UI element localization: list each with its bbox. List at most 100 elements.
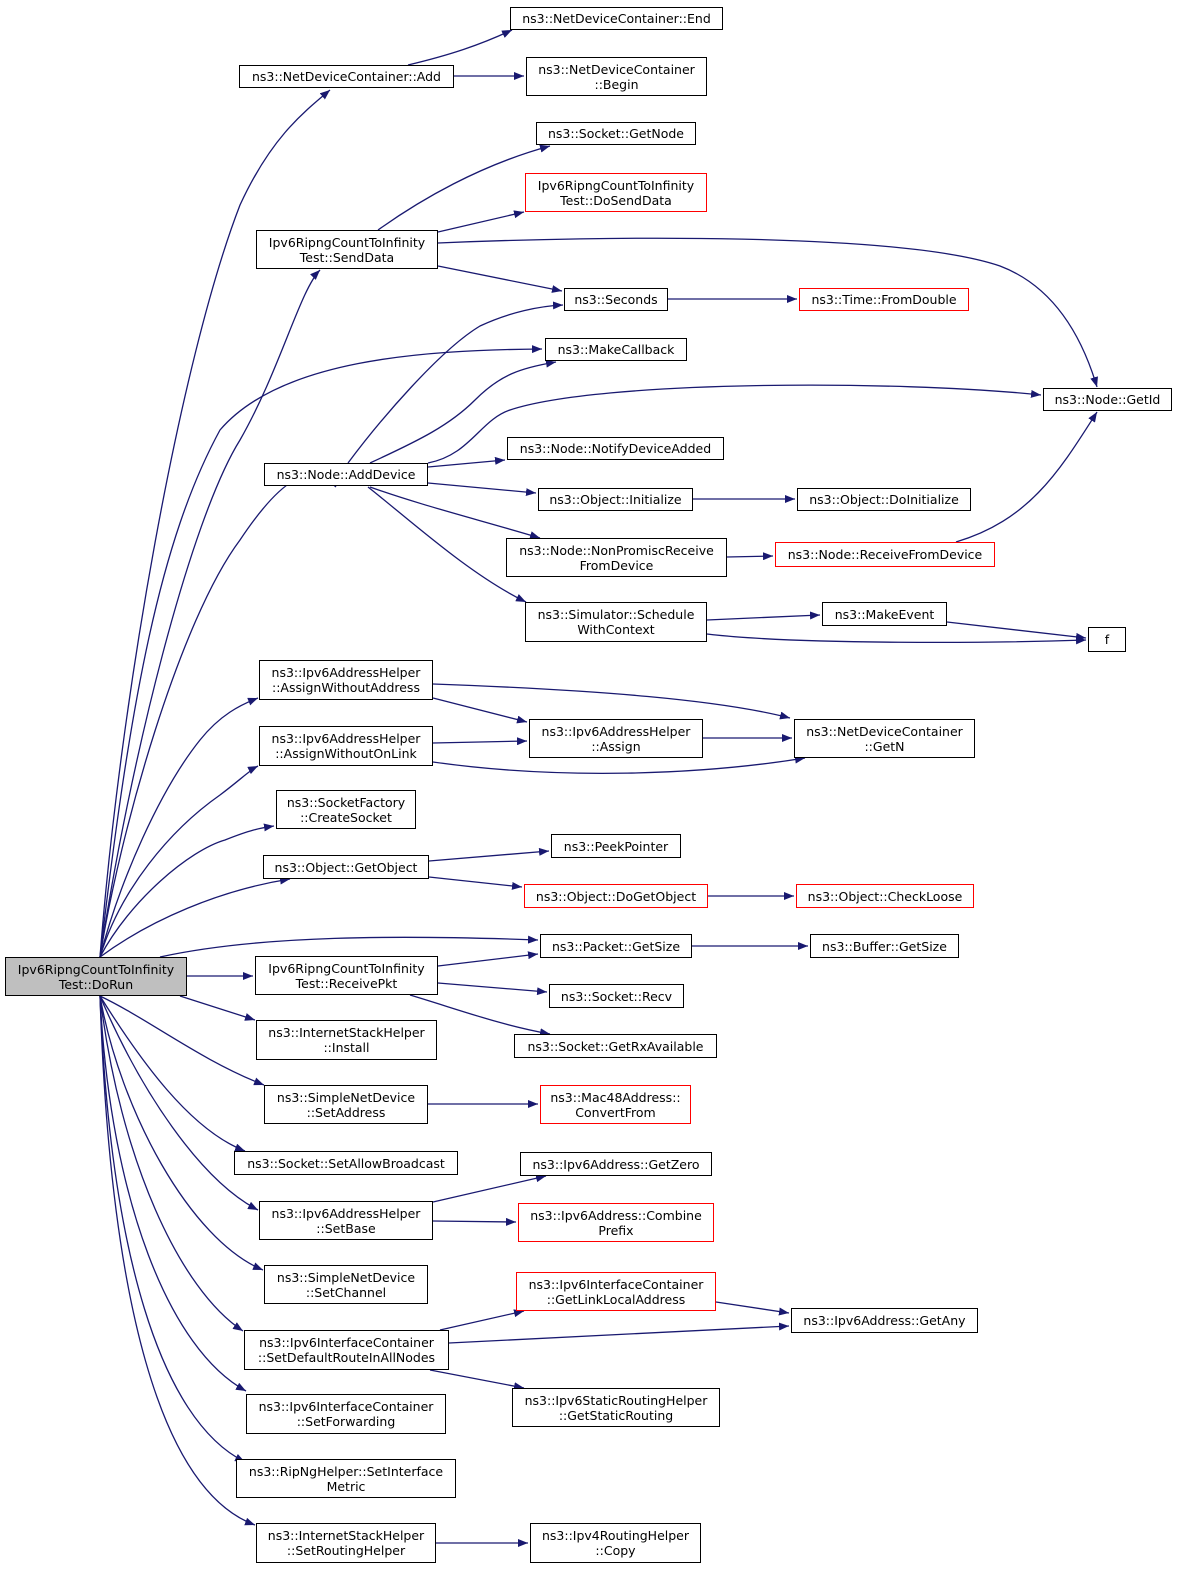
call-edge-arrow [347, 301, 564, 464]
call-edge-arrow [432, 1217, 517, 1226]
call-edge-arrow [432, 737, 528, 746]
call-edge-arrow [409, 994, 551, 1037]
call-edge-arrow [428, 876, 523, 890]
call-edge-arrow [179, 995, 256, 1021]
call-edge-arrow [99, 89, 331, 958]
call-edge-arrow [99, 995, 247, 1392]
call-edge-arrow [432, 683, 791, 720]
call-edge-arrow [377, 144, 551, 231]
node-ndc-getn[interactable]: ns3::NetDeviceContainer ::GetN [794, 719, 975, 758]
call-edge-arrow [427, 456, 506, 468]
call-edge-arrow [99, 995, 259, 1211]
node-setdefaultroute[interactable]: ns3::Ipv6InterfaceContainer ::SetDefault… [244, 1330, 449, 1370]
node-setforwarding[interactable]: ns3::Ipv6InterfaceContainer ::SetForward… [246, 1394, 446, 1434]
node-doinitialize[interactable]: ns3::Object::DoInitialize [797, 488, 971, 511]
node-makecallback[interactable]: ns3::MakeCallback [545, 338, 687, 361]
call-edge-arrow [159, 935, 539, 958]
node-getlinklocaladdress[interactable]: ns3::Ipv6InterfaceContainer ::GetLinkLoc… [516, 1272, 716, 1311]
call-edge-arrow [432, 1174, 547, 1203]
node-simplenetdevice-setchannel[interactable]: ns3::SimpleNetDevice ::SetChannel [264, 1265, 428, 1304]
call-edge-arrow [407, 29, 513, 66]
node-socket-setallowbroadcast[interactable]: ns3::Socket::SetAllowBroadcast [234, 1151, 458, 1175]
call-edge-arrow [439, 1309, 525, 1331]
node-f[interactable]: f [1088, 627, 1126, 652]
call-edge-arrow [99, 995, 264, 1271]
node-assign-without-onlink[interactable]: ns3::Ipv6AddressHelper ::AssignWithoutOn… [259, 726, 433, 766]
node-getstaticrouting[interactable]: ns3::Ipv6StaticRoutingHelper ::GetStatic… [512, 1388, 720, 1427]
node-initialize[interactable]: ns3::Object::Initialize [538, 488, 693, 511]
node-setroutinghelper[interactable]: ns3::InternetStackHelper ::SetRoutingHel… [256, 1523, 436, 1563]
call-edge-arrow [99, 995, 246, 1463]
node-simplenetdevice-setaddress[interactable]: ns3::SimpleNetDevice ::SetAddress [264, 1085, 428, 1124]
call-edge-arrow [99, 995, 244, 1332]
call-edge-arrow [946, 621, 1087, 641]
node-peekpointer[interactable]: ns3::PeekPointer [551, 834, 681, 858]
node-assign[interactable]: ns3::Ipv6AddressHelper ::Assign [529, 719, 703, 758]
node-senddata[interactable]: Ipv6RipngCountToInfinity Test::SendData [256, 230, 438, 269]
call-edge-arrow [99, 474, 337, 958]
call-edge-arrow [437, 982, 548, 996]
node-ndc-begin[interactable]: ns3::NetDeviceContainer ::Begin [526, 57, 707, 96]
node-notifydeviceadded[interactable]: ns3::Node::NotifyDeviceAdded [507, 437, 724, 460]
call-edge-arrow [99, 995, 265, 1086]
node-ipv6address-getany[interactable]: ns3::Ipv6Address::GetAny [791, 1308, 978, 1333]
node-internetstack-install[interactable]: ns3::InternetStackHelper ::Install [256, 1020, 437, 1060]
call-edge-arrow [437, 951, 539, 967]
node-socketfactory-createsocket[interactable]: ns3::SocketFactory ::CreateSocket [276, 790, 416, 829]
node-makeevent[interactable]: ns3::MakeEvent [822, 602, 947, 626]
node-mac48-convertfrom[interactable]: ns3::Mac48Address:: ConvertFrom [540, 1085, 691, 1124]
call-edge-arrow [99, 269, 321, 958]
call-edge-arrow [99, 345, 543, 958]
call-edge-arrow [369, 359, 557, 464]
call-edge-arrow [427, 482, 537, 497]
call-edge-arrow [99, 765, 259, 958]
call-edge-arrow [437, 237, 1098, 388]
call-edge-arrow [99, 995, 256, 1526]
call-edge-arrow [99, 876, 291, 958]
node-fromdouble[interactable]: ns3::Time::FromDouble [799, 288, 969, 311]
call-edge-arrow [437, 265, 563, 293]
node-packet-getsize[interactable]: ns3::Packet::GetSize [540, 934, 692, 958]
call-edge-arrow [726, 552, 774, 561]
node-adddevice[interactable]: ns3::Node::AddDevice [264, 463, 428, 486]
call-edge-arrow [432, 697, 528, 724]
node-ipv4routinghelper-copy[interactable]: ns3::Ipv4RoutingHelper ::Copy [530, 1523, 701, 1563]
node-ipv6address-getzero[interactable]: ns3::Ipv6Address::GetZero [520, 1152, 712, 1176]
node-ripng-setinterfacemetric[interactable]: ns3::RipNgHelper::SetInterface Metric [236, 1459, 456, 1498]
node-getid[interactable]: ns3::Node::GetId [1043, 388, 1172, 411]
node-socket-recv[interactable]: ns3::Socket::Recv [549, 984, 684, 1008]
node-buffer-getsize[interactable]: ns3::Buffer::GetSize [810, 934, 959, 958]
call-edge-arrow [706, 611, 821, 621]
node-assign-without-address[interactable]: ns3::Ipv6AddressHelper ::AssignWithoutAd… [259, 660, 433, 700]
node-nonpromisc[interactable]: ns3::Node::NonPromiscReceive FromDevice [506, 538, 727, 577]
node-dogetobject[interactable]: ns3::Object::DoGetObject [524, 884, 708, 908]
node-seconds[interactable]: ns3::Seconds [564, 288, 668, 311]
call-edge-arrow [448, 1322, 790, 1344]
call-edge-arrow [429, 1369, 525, 1391]
node-socket-getnode[interactable]: ns3::Socket::GetNode [536, 122, 696, 145]
call-edge-arrow [369, 486, 541, 539]
node-root[interactable]: Ipv6RipngCountToInfinity Test::DoRun [5, 957, 187, 996]
node-checkloose[interactable]: ns3::Object::CheckLoose [796, 884, 974, 908]
call-edge-arrow [99, 697, 259, 958]
call-edge-arrow [437, 210, 525, 233]
node-setbase[interactable]: ns3::Ipv6AddressHelper ::SetBase [259, 1201, 433, 1240]
call-edge-arrow [427, 384, 1042, 464]
node-dosenddata[interactable]: Ipv6RipngCountToInfinity Test::DoSendDat… [525, 173, 707, 212]
node-ndc-end[interactable]: ns3::NetDeviceContainer::End [510, 7, 723, 30]
node-schedule-withcontext[interactable]: ns3::Simulator::Schedule WithContext [525, 602, 707, 642]
call-edge-arrow [99, 823, 275, 958]
node-ipv6address-combineprefix[interactable]: ns3::Ipv6Address::Combine Prefix [518, 1203, 714, 1242]
call-edge-arrow [955, 411, 1098, 543]
node-receivefromdevice[interactable]: ns3::Node::ReceiveFromDevice [775, 542, 995, 567]
call-edge-arrow [428, 847, 550, 862]
call-edge-arrow [367, 486, 527, 603]
call-edge-arrow [99, 995, 246, 1152]
call-edge-arrow [715, 1301, 790, 1316]
node-ndc-add[interactable]: ns3::NetDeviceContainer::Add [239, 65, 454, 88]
node-socket-getrxavailable[interactable]: ns3::Socket::GetRxAvailable [514, 1034, 717, 1058]
node-receivepkt[interactable]: Ipv6RipngCountToInfinity Test::ReceivePk… [255, 956, 438, 995]
node-getobject[interactable]: ns3::Object::GetObject [263, 855, 429, 879]
